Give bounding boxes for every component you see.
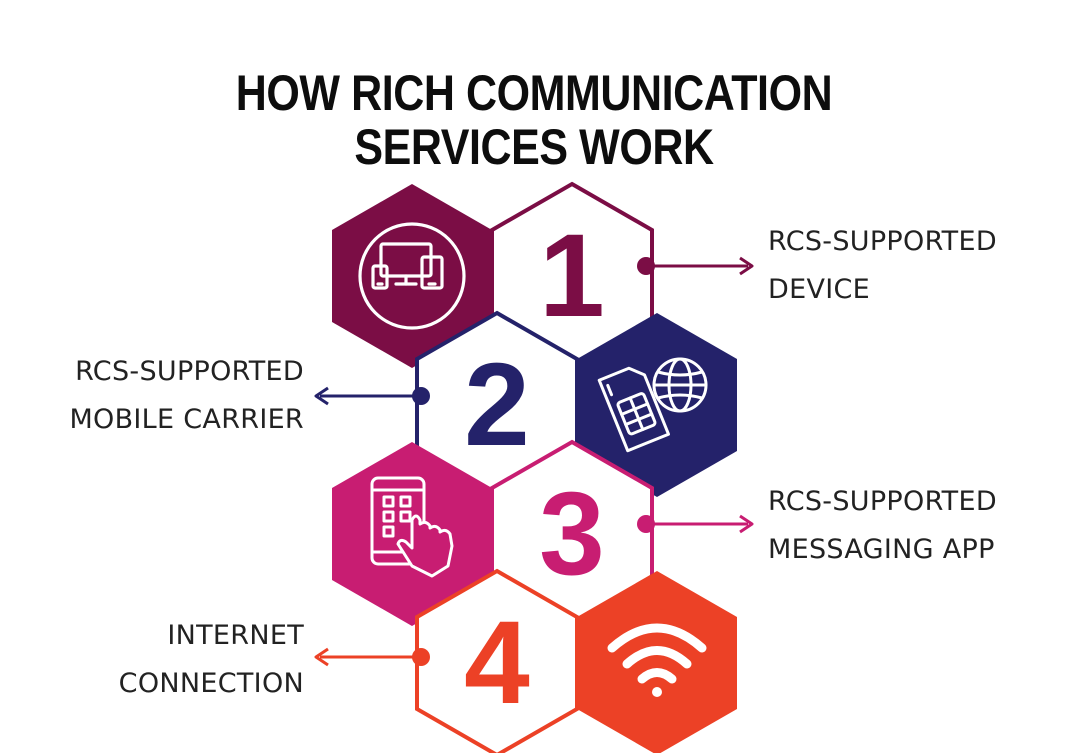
step-3-icon-hex xyxy=(332,442,492,626)
arrow-left-icon xyxy=(314,386,329,406)
step-1-number: 1 xyxy=(539,210,605,342)
step-3-label-line-1: RCS-SUPPORTED xyxy=(768,486,997,517)
step-4-label-line-1: INTERNET xyxy=(167,620,304,651)
step-2-label: RCS-SUPPORTED MOBILE CARRIER xyxy=(4,348,304,444)
step-4-label: INTERNET CONNECTION xyxy=(4,612,304,708)
step-2-icon-hex xyxy=(577,313,737,497)
step-2-number: 2 xyxy=(464,339,530,471)
step-4-label-line-2: CONNECTION xyxy=(118,668,304,699)
devices-icon xyxy=(358,222,466,330)
step-2-label-line-1: RCS-SUPPORTED xyxy=(75,356,304,387)
step-1-label-line-1: RCS-SUPPORTED xyxy=(768,226,997,257)
step-2-label-line-2: MOBILE CARRIER xyxy=(69,404,304,435)
step-2-number-hex: 2 xyxy=(415,310,579,500)
step-3-number: 3 xyxy=(539,468,605,600)
step-2-connector xyxy=(314,386,430,406)
step-4-number: 4 xyxy=(464,597,530,729)
arrow-right-icon xyxy=(739,514,754,534)
title-line-2: SERVICES WORK xyxy=(354,118,714,175)
title-line-1: HOW RICH COMMUNICATION xyxy=(235,64,833,121)
step-3-number-hex: 3 xyxy=(490,439,654,629)
step-1-icon-hex xyxy=(332,184,492,368)
step-4-connector xyxy=(314,647,430,667)
step-1-number-hex: 1 xyxy=(490,181,654,371)
step-3-connector xyxy=(637,514,754,534)
page-title: HOW RICH COMMUNICATION SERVICES WORK xyxy=(75,66,993,174)
step-3-label-line-2: MESSAGING APP xyxy=(768,534,995,565)
step-3-label: RCS-SUPPORTED MESSAGING APP xyxy=(768,478,1068,574)
step-4-icon-hex xyxy=(577,571,737,753)
step-1-label: RCS-SUPPORTED DEVICE xyxy=(768,218,1068,314)
step-1-connector xyxy=(637,256,754,276)
wifi-icon xyxy=(607,623,707,697)
step-1-label-line-2: DEVICE xyxy=(768,274,870,305)
sim-card-globe-icon xyxy=(597,357,708,453)
hexagon-filled xyxy=(577,571,737,753)
arrow-right-icon xyxy=(739,256,754,276)
tablet-touch-icon xyxy=(370,476,454,578)
arrow-left-icon xyxy=(314,647,329,667)
